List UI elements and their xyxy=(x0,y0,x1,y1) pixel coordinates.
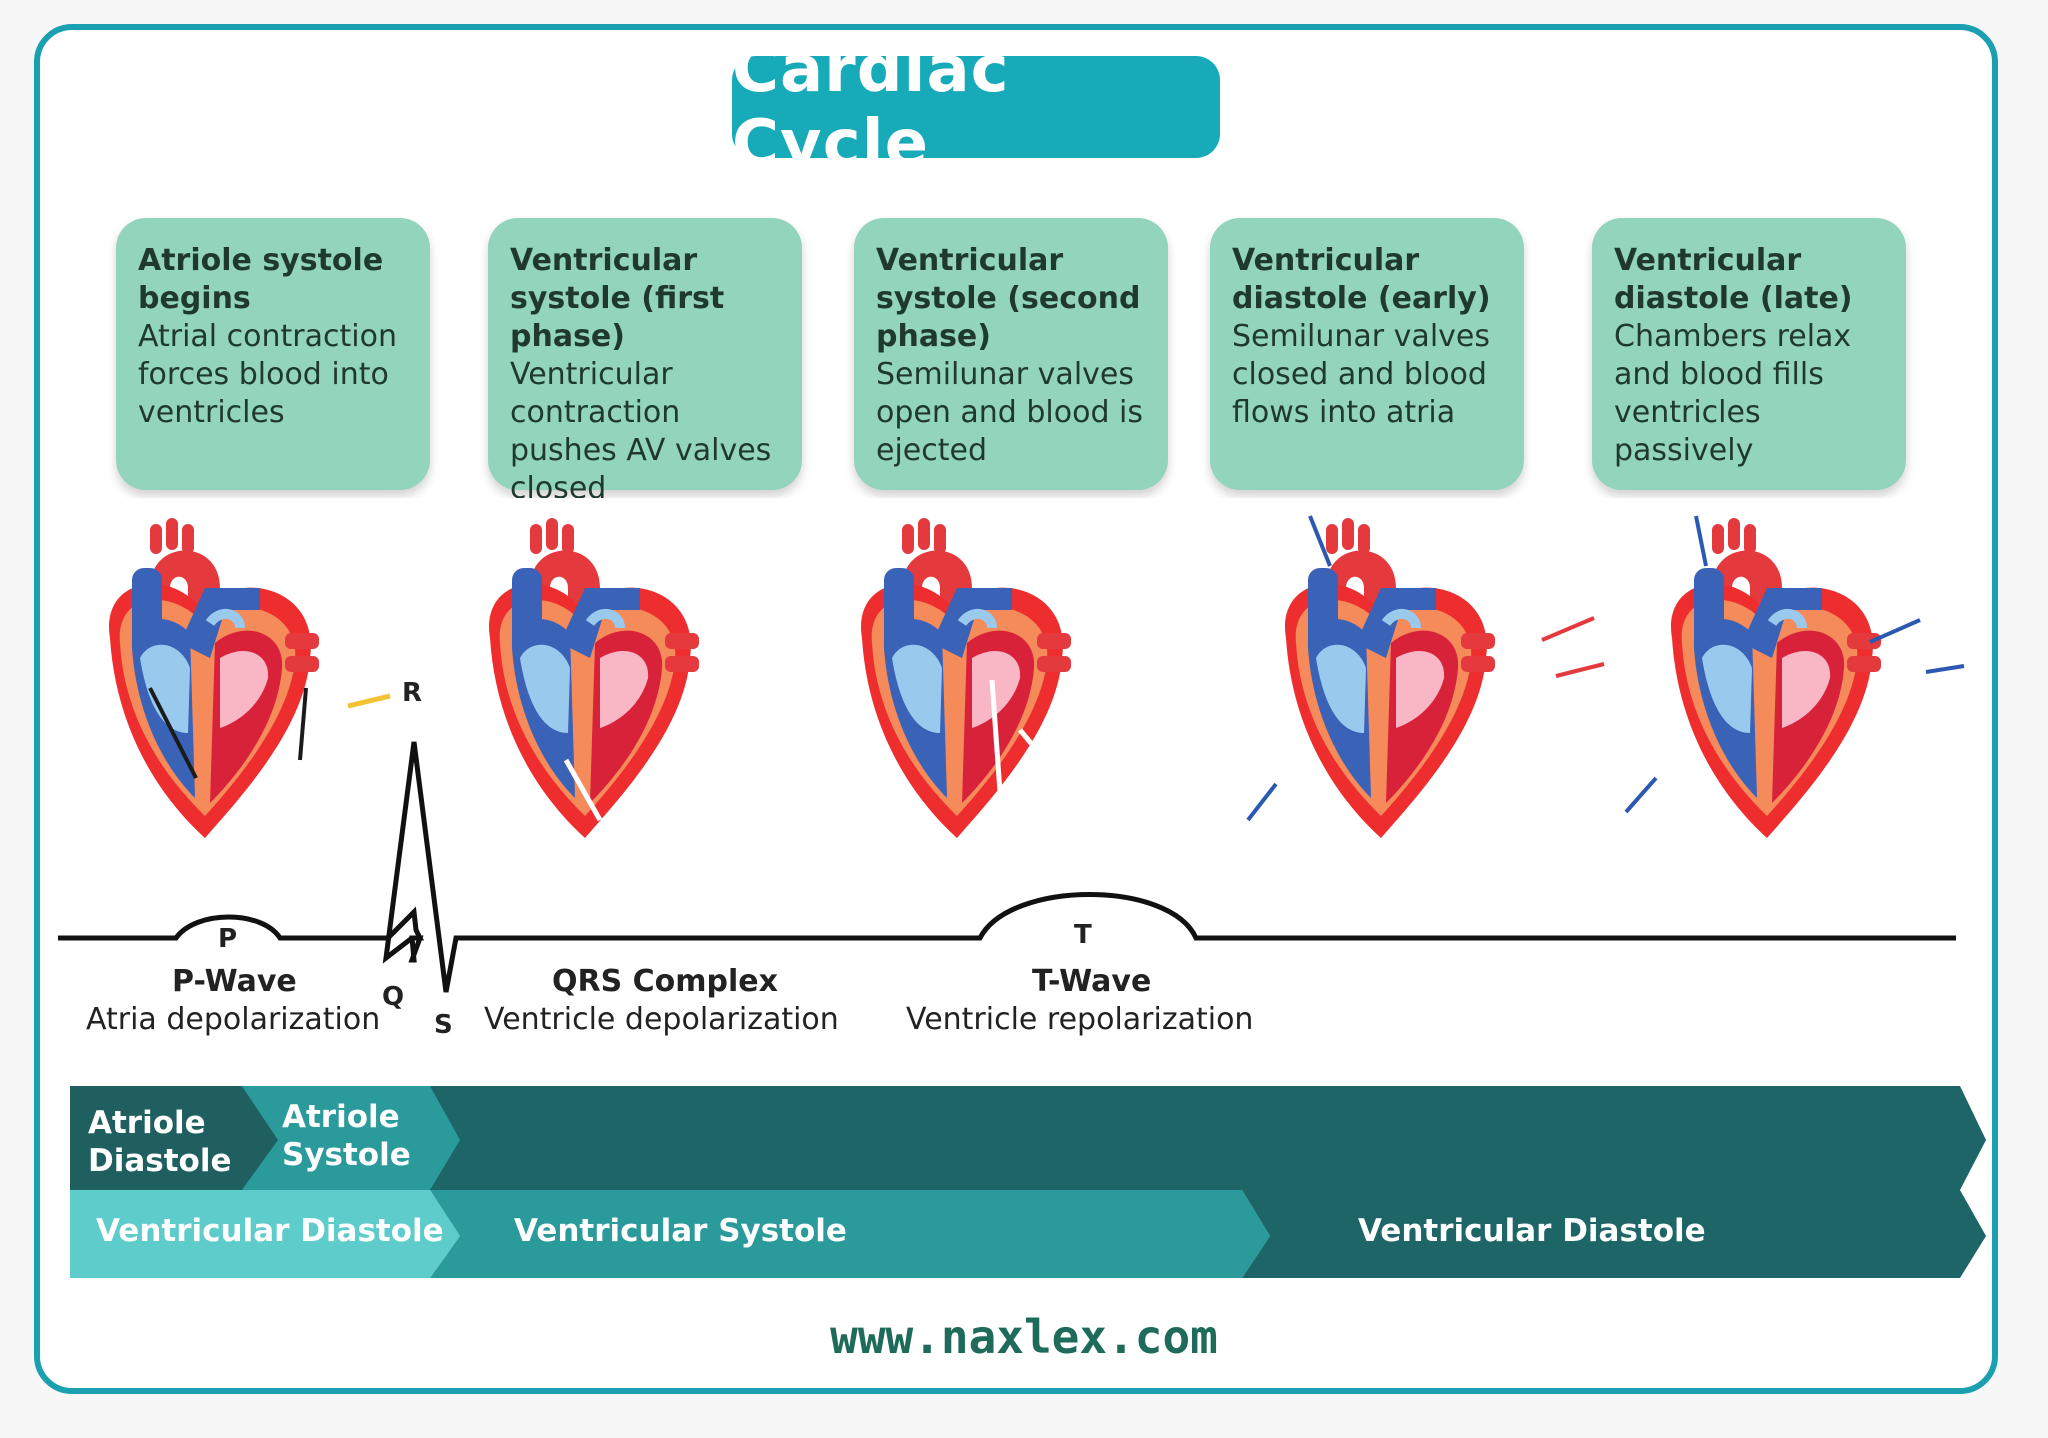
phase-title: Ventricular systole (first phase) xyxy=(510,243,725,354)
ecg-trace xyxy=(58,741,1956,993)
atrial-diastole-segment xyxy=(70,1086,278,1190)
label-line: Atriole xyxy=(282,1099,400,1135)
wave-name-t: T-Wave xyxy=(1032,964,1152,999)
ecg-label-q: Q xyxy=(382,982,405,1012)
flow-arrow xyxy=(563,679,1072,822)
ecg-label-t: T xyxy=(1074,920,1092,950)
heart-phase-2 xyxy=(489,524,699,838)
atrial-diastole-label: Atriole Diastole xyxy=(88,1104,232,1180)
ecg-label-s: S xyxy=(434,1010,453,1040)
phase-card-4: Ventricular diastole (early) Semilunar v… xyxy=(1210,218,1524,490)
label-line: Diastole xyxy=(88,1143,232,1179)
website-url: www.naxlex.com xyxy=(830,1310,1218,1364)
phase-title: Ventricular systole (second phase) xyxy=(876,243,1141,354)
heart-phase-4 xyxy=(1285,524,1495,838)
cycle-timeline xyxy=(70,1086,1986,1278)
phase-card-5: Ventricular diastole (late) Chambers rel… xyxy=(1592,218,1906,490)
inflow-arrow xyxy=(1246,515,1965,822)
phase-description: Semilunar valves closed and blood flows … xyxy=(1232,319,1490,430)
phase-description: Ventricular contraction pushes AV valves… xyxy=(510,357,772,506)
ecg-label-p: P xyxy=(218,924,238,954)
ventricular-systole-label: Ventricular Systole xyxy=(514,1213,847,1249)
heart-phase-3 xyxy=(861,524,1071,838)
phase-title: Atriole systole begins xyxy=(138,243,384,316)
phase-card-1: Atriole systole begins Atrial contractio… xyxy=(116,218,430,490)
flow-arrow xyxy=(148,687,308,779)
wave-name-p: P-Wave xyxy=(172,964,297,999)
phase-description: Semilunar valves open and blood is eject… xyxy=(876,357,1144,468)
wave-desc-p: Atria depolarization xyxy=(86,1002,381,1037)
label-line: Systole xyxy=(282,1137,411,1173)
wave-desc-qrs: Ventricle depolarization xyxy=(484,1002,839,1037)
phase-title: Ventricular diastole (early) xyxy=(1232,243,1491,316)
wave-name-qrs: QRS Complex xyxy=(552,964,778,999)
heart-phase-5 xyxy=(1671,524,1881,838)
atrial-systole-segment xyxy=(242,1086,460,1190)
atrial-bar xyxy=(70,1086,1986,1190)
ecg-label-r: R xyxy=(402,678,423,708)
atrial-systole-label: Atriole Systole xyxy=(282,1098,411,1174)
pointer-arrow xyxy=(347,693,391,709)
phase-description: Chambers relax and blood fills ventricle… xyxy=(1614,319,1852,468)
ventricular-diastole-label-2: Ventricular Diastole xyxy=(1358,1213,1706,1249)
wave-desc-t: Ventricle repolarization xyxy=(906,1002,1254,1037)
ventricular-diastole-label-1: Ventricular Diastole xyxy=(96,1213,444,1249)
phase-card-3: Ventricular systole (second phase) Semil… xyxy=(854,218,1168,490)
label-line: Atriole xyxy=(88,1105,206,1141)
heart-phase-1 xyxy=(109,524,319,838)
ventricular-systole-segment xyxy=(430,1190,1270,1278)
ventricular-diastole-segment-2 xyxy=(1242,1190,1986,1278)
phase-title: Ventricular diastole (late) xyxy=(1614,243,1853,316)
phase-description: Atrial contraction forces blood into ven… xyxy=(138,319,397,430)
ventricular-diastole-segment-1 xyxy=(70,1190,460,1278)
phase-card-2: Ventricular systole (first phase) Ventri… xyxy=(488,218,802,506)
inflow-arrow xyxy=(1541,616,1605,678)
